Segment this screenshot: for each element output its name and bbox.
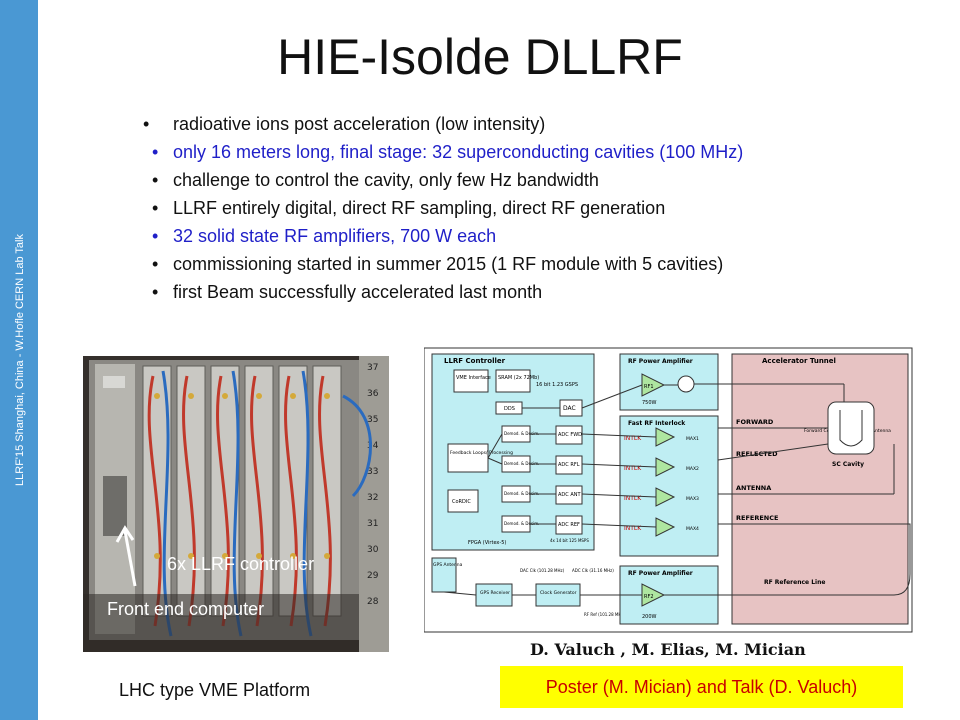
diagram-fast-interlock: Fast RF Interlock (628, 420, 686, 427)
diagram-amp-bottom-power: 200W (642, 614, 657, 620)
bullet-dot: • (152, 282, 159, 302)
diagram-adc-spec: 4x 14 bit 125 MSPS (550, 538, 589, 543)
diagram-intlk: INTLK (624, 525, 642, 532)
diagram-adc-ant: ADC ANT (558, 492, 582, 498)
diagram-demod: Demod. & Decim. (504, 431, 539, 436)
diagram-dac-clk: DAC Clk (101.28 MHz) (520, 568, 565, 573)
diagram-signal-antenna: ANTENNA (736, 484, 771, 492)
bullet-text: 32 solid state RF amplifiers, 700 W each (173, 226, 497, 246)
diagram-llrf-controller: LLRF Controller (444, 357, 506, 365)
diagram-rf-ref: RF Ref (101.28 MHz) (584, 612, 625, 617)
diagram-gps-antenna: GPS Antenna (433, 562, 463, 568)
diagram-gps-receiver: GPS Receiver (480, 590, 510, 596)
bullet-text: first Beam successfully accelerated last… (173, 282, 543, 302)
diagram-rf-power-amp-top: RF Power Amplifier (628, 358, 693, 365)
diagram-rf-ref-line: RF Reference Line (764, 579, 825, 586)
bullet-item: • 32 solid state RF amplifiers, 700 W eac… (152, 222, 743, 250)
controllers-label: 6x LLRF controller (167, 554, 315, 574)
diagram-intlk: INTLK (624, 465, 642, 472)
diagram-signal-forward: FORWARD (736, 418, 774, 426)
diagram-adc-ref: ADC REF (558, 522, 580, 528)
footer-text: LLRF'15 Shanghai, China - W.Hofle CERN L… (14, 234, 26, 486)
poster-note: Poster (M. Mician) and Talk (D. Valuch) (500, 666, 903, 708)
svg-text:34: 34 (367, 441, 379, 451)
diagram-clock-generator: Clock Generator (540, 590, 577, 596)
svg-text:30: 30 (367, 545, 379, 555)
frontend-label: Front end computer (107, 599, 265, 619)
bullet-text: LLRF entirely digital, direct RF samplin… (173, 198, 666, 218)
diagram-rf-power-amp-bottom: RF Power Amplifier (628, 570, 693, 577)
bullet-dot: • (152, 226, 159, 246)
vme-crate-drawing: 37 36 35 34 33 32 31 30 29 28 (83, 356, 389, 652)
diagram-accelerator-tunnel: Accelerator Tunnel (762, 357, 836, 365)
diagram-bus-spec: 16 bit 1.23 GSPS (536, 382, 578, 388)
llrf-block-diagram: LLRF Controller VME Interface SRAM (2x 7… (423, 344, 914, 634)
diagram-demod: Demod. & Decim. (504, 521, 539, 526)
bullet-dot: • (152, 142, 159, 162)
svg-text:35: 35 (367, 415, 378, 425)
diagram-intlk: INTLK (624, 495, 642, 502)
diagram-coridic: CoRDIC (452, 499, 471, 505)
diagram-vme-interface: VME Interface (456, 375, 491, 381)
diagram-adc-fwd: ADC FWD (558, 432, 582, 438)
photo-caption: LHC type VME Platform (119, 680, 311, 700)
bullet-dot: • (152, 254, 159, 274)
vme-crate-photo: 37 36 35 34 33 32 31 30 29 28 (83, 356, 389, 652)
svg-text:37: 37 (367, 363, 378, 373)
diagram-max3: MAX3 (686, 496, 699, 502)
diagram-signal-reference: REFERENCE (736, 514, 778, 522)
diagram-max4: MAX4 (686, 526, 699, 532)
svg-text:31: 31 (367, 519, 378, 529)
bullet-text: commissioning started in summer 2015 (1 … (173, 254, 724, 274)
diagram-amp-bottom: RF2 (644, 594, 654, 600)
bullet-item: • radioative ions post acceleration (low … (143, 110, 743, 138)
svg-text:29: 29 (367, 571, 379, 581)
left-sidebar: LLRF'15 Shanghai, China - W.Hofle CERN L… (0, 0, 38, 720)
diagram-intlk: INTLK (624, 435, 642, 442)
diagram-sc-cavity: SC Cavity (832, 461, 864, 468)
slide-title: HIE-Isolde DLLRF (277, 29, 683, 85)
bullet-item: • only 16 meters long, final stage: 32 su… (152, 138, 743, 166)
bullet-item: • commissioning started in summer 2015 (1… (152, 250, 743, 278)
diagram-adc-rfl: ADC RFL (558, 462, 580, 468)
diagram-amp-top: RF1 (644, 384, 654, 390)
authors-credit: D. Valuch , M. Elias, M. Mician (530, 640, 806, 659)
bullet-item: • LLRF entirely digital, direct RF sampli… (152, 194, 743, 222)
bullet-dot: • (152, 198, 159, 218)
bullet-text: only 16 meters long, final stage: 32 sup… (173, 142, 744, 162)
diagram-max1: MAX1 (686, 436, 699, 442)
bullet-text: challenge to control the cavity, only fe… (173, 170, 599, 190)
diagram-sram: SRAM (2x 72Mb) (498, 375, 539, 381)
bullet-item: • challenge to control the cavity, only f… (152, 166, 743, 194)
diagram-demod: Demod. & Decim. (504, 491, 539, 496)
bullet-dot: • (143, 114, 150, 134)
svg-text:33: 33 (367, 467, 378, 477)
diagram-fpga: FPGA (Virtex-5) (468, 540, 506, 546)
diagram-coupler: Forward Coupler (804, 428, 841, 434)
diagram-dac: DAC (563, 405, 576, 412)
diagram-max2: MAX2 (686, 466, 699, 472)
svg-text:36: 36 (367, 389, 379, 399)
bullet-item: • first Beam successfully accelerated las… (152, 278, 743, 306)
svg-text:32: 32 (367, 493, 378, 503)
diagram-amp-top-power: 750W (642, 400, 657, 406)
bullet-list: • radioative ions post acceleration (low … (143, 110, 743, 306)
diagram-antenna-label: Antenna (872, 428, 891, 434)
bullet-dot: • (152, 170, 159, 190)
bullet-text: radioative ions post acceleration (low i… (173, 114, 546, 134)
svg-text:28: 28 (367, 597, 379, 607)
diagram-feedback: Feedback Loops/ Processing (450, 450, 513, 456)
diagram-drawing: LLRF Controller VME Interface SRAM (2x 7… (423, 344, 914, 634)
diagram-adc-clk: ADC Clk (31.16 MHz) (572, 568, 614, 573)
diagram-dds: DDS (504, 406, 515, 412)
diagram-demod: Demod. & Decim. (504, 461, 539, 466)
